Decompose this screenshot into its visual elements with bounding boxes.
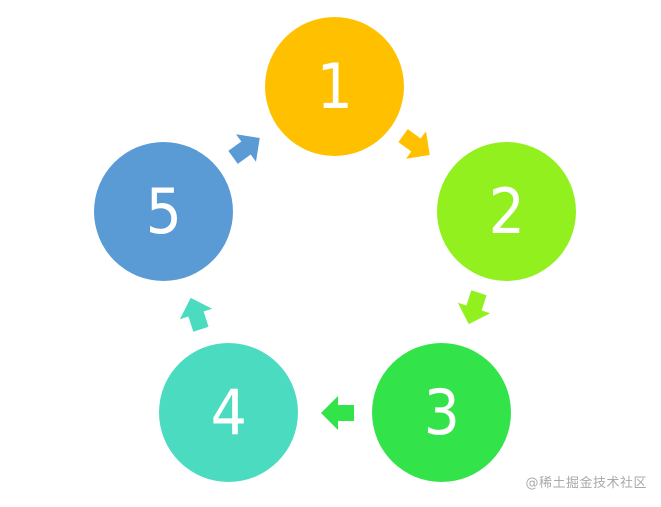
node-3-label: 3 xyxy=(423,375,460,449)
arrow-3-to-4-icon xyxy=(321,396,354,430)
node-4-label: 4 xyxy=(210,375,247,449)
node-1: 1 xyxy=(265,17,404,156)
node-3: 3 xyxy=(372,343,511,482)
arrow-1-to-2-icon xyxy=(398,129,430,159)
node-1-label: 1 xyxy=(316,49,353,123)
arrow-5-to-1-icon xyxy=(228,134,260,164)
node-2-label: 2 xyxy=(488,174,525,248)
arrow-2-to-3-icon xyxy=(457,290,491,325)
arrow-4-to-5-icon xyxy=(179,297,213,332)
watermark: @稀土掘金技术社区 xyxy=(525,476,647,491)
node-4: 4 xyxy=(159,343,298,482)
node-5-label: 5 xyxy=(145,174,182,248)
node-2: 2 xyxy=(437,142,576,281)
node-5: 5 xyxy=(94,142,233,281)
